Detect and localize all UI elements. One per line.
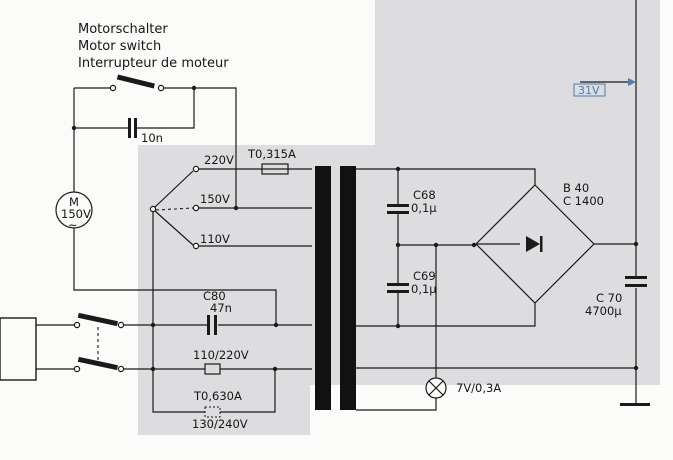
output-rail: 31V C 70 4700µ: [356, 0, 650, 406]
fuse-mains-alt: [204, 406, 221, 418]
motor-letter: M: [69, 195, 79, 209]
mains-plug: [0, 317, 37, 381]
voltage-selector: 220V 150V 110V: [149, 153, 312, 413]
transformer-core-right: [340, 166, 356, 410]
mains-label-alt: 130/240V: [192, 417, 248, 431]
motor-symbol: M 150V ~: [55, 191, 277, 325]
c80-name: C80: [203, 289, 226, 303]
transformer: [315, 166, 356, 410]
mains-label: 110/220V: [193, 348, 249, 362]
switch-contact-left: [109, 84, 117, 92]
transformer-core-left: [315, 166, 331, 410]
fuse-primary: T0,315A: [247, 147, 296, 175]
title-line-3: Interrupteur de moteur: [78, 56, 229, 71]
motor-switch-lever: [116, 74, 155, 89]
mains-input: C80 47n 110/220V T0,630A 130/240V: [0, 289, 312, 431]
motor-switch-circuit: 10n: [71, 74, 237, 208]
bridge-rectifier: [475, 184, 595, 304]
output-voltage-label: 31V: [578, 84, 600, 97]
c68-plate-a: [387, 204, 409, 207]
c68-plate-b: [387, 211, 409, 214]
fuse-mains-label: T0,630A: [193, 389, 242, 403]
c70-value: 4700µ: [585, 304, 622, 318]
fuse-primary-label: T0,315A: [247, 147, 296, 161]
output-arrow: [628, 78, 636, 86]
tap-110-label: 110V: [200, 232, 230, 246]
c70-name: C 70: [596, 291, 622, 305]
lamp-label: 7V/0,3A: [456, 381, 501, 395]
mains-switch-lever-b: [77, 356, 118, 371]
bridge-diode-bar: [540, 236, 543, 252]
c69-value: 0,1µ: [411, 282, 437, 296]
fuse-110-220: [204, 363, 221, 375]
c70-plate-a: [625, 276, 647, 279]
rectifier-circuit: C68 0,1µ C69 0,1µ B 40 C 1400: [356, 166, 639, 329]
bridge-rating: C 1400: [563, 194, 604, 208]
c68-value: 0,1µ: [411, 201, 437, 215]
ground-symbol: [620, 403, 650, 406]
c69-name: C69: [413, 269, 436, 283]
bridge-diode-arrow: [526, 236, 540, 252]
tap-150-label: 150V: [200, 192, 230, 206]
motor-ac-symbol: ~: [68, 218, 78, 232]
title-line-2: Motor switch: [78, 39, 161, 54]
bridge-name: B 40: [563, 181, 589, 195]
selector-pivot: [149, 205, 157, 213]
c70-plate-b: [625, 284, 647, 287]
c68-name: C68: [413, 188, 436, 202]
title-line-1: Motorschalter: [78, 22, 168, 37]
c80-value: 47n: [210, 301, 232, 315]
c69-plate-a: [387, 283, 409, 286]
switch-contact-right: [157, 84, 165, 92]
c80-plate-b: [214, 315, 217, 335]
output-voltage-box: [573, 83, 606, 97]
capacitor-10n-plate-a: [128, 118, 131, 138]
mains-switch-lever-a: [77, 312, 118, 327]
tap-220-label: 220V: [204, 153, 234, 167]
capacitor-10n-plate-b: [134, 118, 137, 138]
capacitor-10n-label: 10n: [141, 131, 163, 145]
c80-plate-a: [207, 315, 210, 335]
pilot-lamp: 7V/0,3A: [356, 242, 501, 411]
c69-plate-b: [387, 290, 409, 293]
motor-voltage: 150V: [61, 207, 91, 221]
